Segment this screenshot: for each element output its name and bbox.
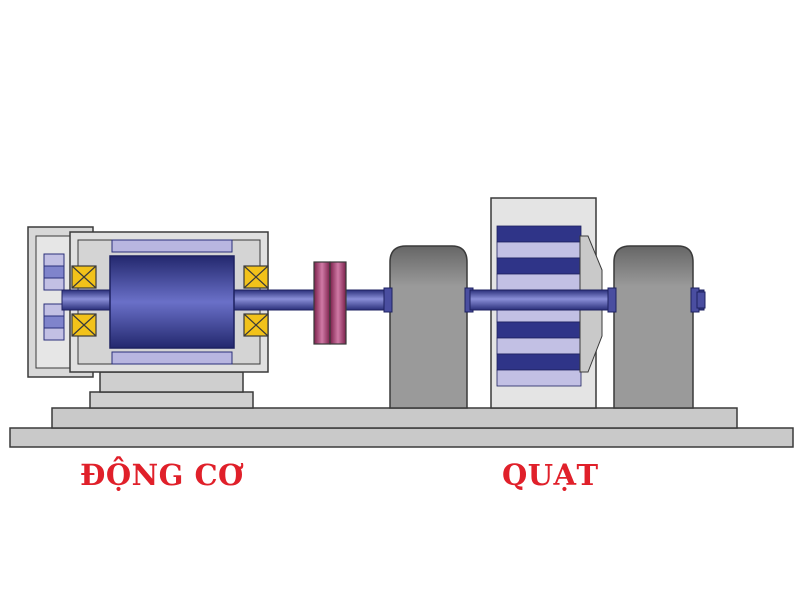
impeller-blade [496, 257, 582, 275]
base-plate-top [51, 407, 738, 429]
impeller-blade [496, 337, 582, 355]
base-plate-bottom [9, 427, 794, 448]
stator-top [111, 239, 233, 253]
impeller-blade [496, 321, 582, 339]
impeller-blade [496, 353, 582, 371]
bearing-icon [243, 265, 269, 289]
motor-bearings [71, 265, 269, 337]
base-frame [9, 407, 794, 448]
motor-rotor [109, 255, 235, 349]
motor-foot-lower [89, 391, 254, 409]
shaft-coupling [313, 261, 347, 345]
motor-foot-upper [99, 371, 244, 393]
fan-support-right [607, 245, 706, 409]
impeller-blade [496, 273, 582, 291]
fan [469, 197, 609, 409]
stator-bottom [111, 351, 233, 365]
fan-support-left [383, 245, 474, 409]
bearing-icon [71, 313, 97, 337]
impeller-blade [496, 369, 582, 387]
impeller-blade [496, 241, 582, 259]
motor-label: ĐỘNG CƠ [80, 458, 244, 492]
cooling-fan-blades [43, 253, 65, 341]
fan-label: QUẠT [502, 458, 599, 492]
impeller-blade [496, 225, 582, 243]
bearing-icon [71, 265, 97, 289]
bearing-icon [243, 313, 269, 337]
